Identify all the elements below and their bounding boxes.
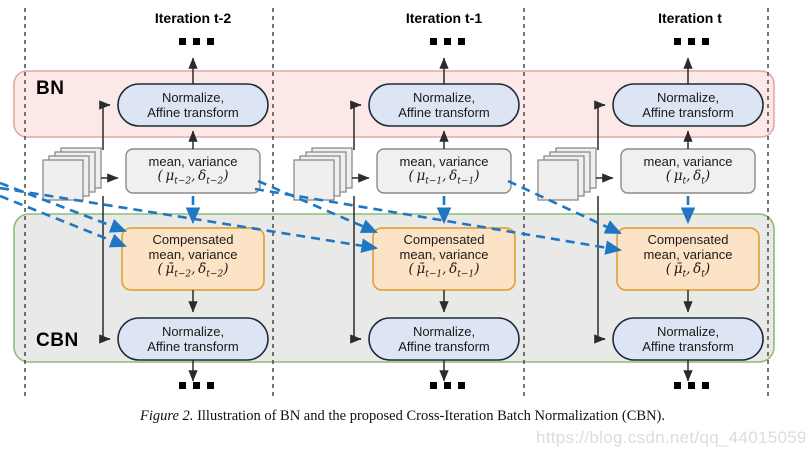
bn-normalize-line1: Normalize, — [656, 90, 720, 105]
stats-formula: ( μt−1, δt−1) — [408, 168, 480, 187]
column-title-t: Iteration t — [658, 10, 722, 26]
column-title-t-1: Iteration t-1 — [405, 10, 483, 26]
feature-map-stack — [293, 147, 353, 201]
compensated-line1: Compensated — [403, 232, 485, 247]
stats-formula: ( μt−2, δt−2) — [157, 168, 229, 187]
column-t-2 — [42, 57, 269, 382]
watermark-text: https://blog.csdn.net/qq_44015059 — [536, 428, 805, 447]
cbn-normalize-line2: Affine transform — [398, 339, 490, 354]
column-t — [537, 57, 764, 382]
figure-caption-text: Illustration of BN and the proposed Cros… — [197, 408, 665, 424]
stats-label-t-1: mean, variance ( μt−1, δt−1) — [377, 154, 511, 190]
compensated-formula: ( μ̄t−2, δ̄t−2) — [157, 261, 229, 280]
compensated-line1: Compensated — [647, 232, 729, 247]
feature-map-stack — [537, 147, 597, 201]
bottom-ellipsis-t-1 — [430, 382, 465, 389]
cbn-normalize-line1: Normalize, — [656, 324, 720, 339]
bn-normalize-label-t-1: Normalize, Affine transform — [369, 90, 519, 120]
top-ellipsis-t-2 — [179, 38, 214, 45]
bn-normalize-line2: Affine transform — [398, 105, 490, 120]
column-dividers — [24, 8, 769, 398]
figure-caption: Figure 2. Illustration of BN and the pro… — [0, 408, 805, 425]
history-arrow — [0, 186, 379, 253]
figure-caption-prefix: Figure 2. — [140, 408, 194, 424]
stats-line1: mean, variance — [643, 154, 733, 169]
compensated-formula: ( μ̄t−1, δ̄t−1) — [408, 261, 480, 280]
compensated-line2: mean, variance — [148, 247, 238, 262]
cbn-normalize-label-t-2: Normalize, Affine transform — [118, 324, 268, 354]
bn-normalize-line1: Normalize, — [412, 90, 476, 105]
bn-normalize-line2: Affine transform — [642, 105, 734, 120]
column-t-1 — [293, 57, 520, 382]
top-ellipsis-t-1 — [430, 38, 465, 45]
column-title-t-2: Iteration t-2 — [154, 10, 232, 26]
stats-label-t-2: mean, variance ( μt−2, δt−2) — [126, 154, 260, 190]
stats-label-t: mean, variance ( μt, δt) — [621, 154, 755, 190]
cbn-normalize-line1: Normalize, — [161, 324, 225, 339]
compensated-label-t-1: Compensated mean, variance ( μ̄t−1, δ̄t−… — [373, 232, 515, 283]
history-arrow — [0, 194, 127, 248]
history-arrow — [507, 179, 622, 235]
stats-formula: ( μt, δt) — [665, 168, 711, 187]
stats-line1: mean, variance — [148, 154, 238, 169]
cbn-normalize-label-t: Normalize, Affine transform — [613, 324, 763, 354]
compensated-line2: mean, variance — [399, 247, 489, 262]
cbn-normalize-line2: Affine transform — [642, 339, 734, 354]
cbn-normalize-label-t-1: Normalize, Affine transform — [369, 324, 519, 354]
cbn-normalize-line2: Affine transform — [147, 339, 239, 354]
feature-map-stack — [42, 147, 102, 201]
bn-normalize-label-t: Normalize, Affine transform — [613, 90, 763, 120]
bn-normalize-label-t-2: Normalize, Affine transform — [118, 90, 268, 120]
history-arrow — [254, 187, 623, 255]
top-ellipsis-t — [674, 38, 709, 45]
compensated-formula: ( μ̄t, δ̄t) — [665, 261, 711, 280]
history-arrow — [257, 179, 378, 234]
bottom-ellipsis-t-2 — [179, 382, 214, 389]
bn-band-label: BN — [36, 78, 65, 99]
bottom-ellipsis-t — [674, 382, 709, 389]
compensated-line1: Compensated — [152, 232, 234, 247]
cross-iteration-arrows — [0, 179, 696, 255]
cbn-normalize-line1: Normalize, — [412, 324, 476, 339]
compensated-label-t: Compensated mean, variance ( μ̄t, δ̄t) — [617, 232, 759, 283]
bn-normalize-line2: Affine transform — [147, 105, 239, 120]
compensated-label-t-2: Compensated mean, variance ( μ̄t−2, δ̄t−… — [122, 232, 264, 283]
stats-line1: mean, variance — [399, 154, 489, 169]
compensated-line2: mean, variance — [643, 247, 733, 262]
bn-normalize-line1: Normalize, — [161, 90, 225, 105]
cbn-band-label: CBN — [36, 330, 79, 351]
